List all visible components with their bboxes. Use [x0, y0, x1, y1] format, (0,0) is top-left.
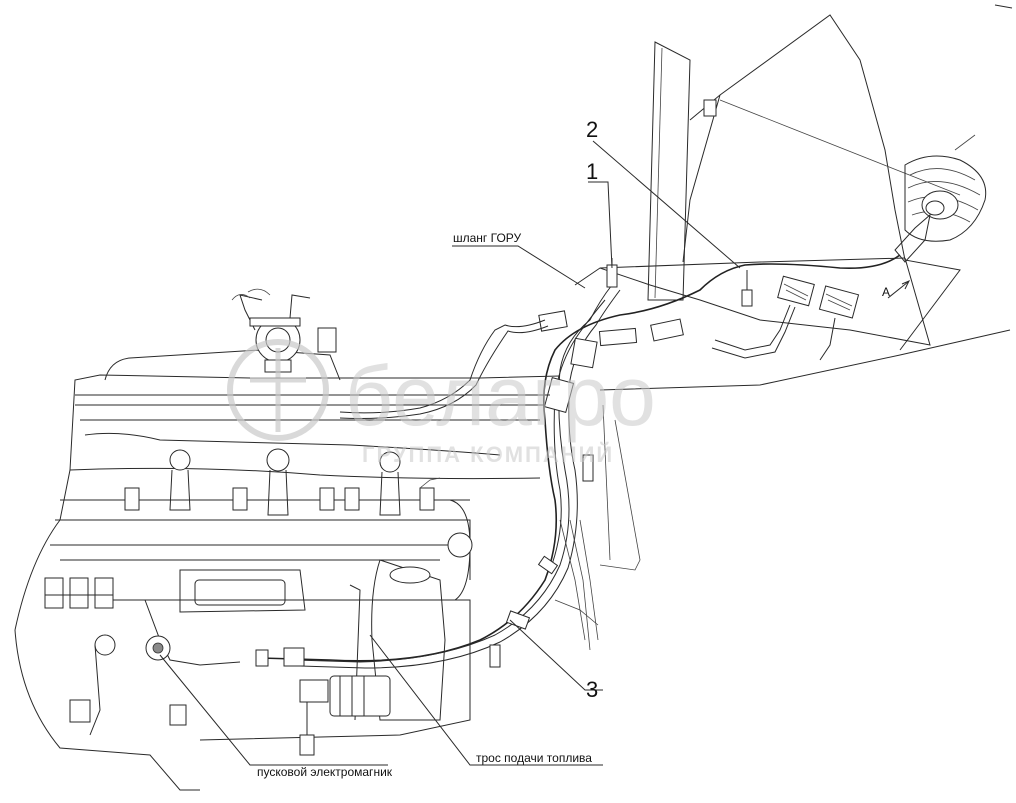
watermark-subtitle: ГРУППА КОМПАНИЙ — [362, 442, 614, 467]
watermark-brand: белагро — [345, 349, 656, 443]
pedal-boot-assembly — [887, 134, 987, 299]
label-fuel-cable: трос подачи топлива — [476, 751, 592, 765]
leader-lines — [159, 140, 741, 766]
fuel-pump-area — [44, 577, 241, 736]
engine-top-device — [231, 288, 337, 373]
callout-number-2: 2 — [586, 117, 598, 142]
callout-labels: 2 1 3 шланг ГОРУ пусковой электромагник … — [257, 117, 890, 779]
callout-number-3: 3 — [586, 677, 598, 702]
watermark: белагро ГРУППА КОМПАНИЙ — [227, 339, 656, 467]
label-view-a: А — [882, 285, 890, 299]
injectors — [124, 448, 441, 516]
callout-number-1: 1 — [586, 159, 598, 184]
cab-connectors — [711, 270, 860, 361]
label-hose-goru: шланг ГОРУ — [453, 231, 522, 245]
label-starter-solenoid: пусковой электромагник — [257, 765, 393, 779]
starter-solenoid-assembly — [299, 675, 391, 756]
engine-block — [14, 349, 561, 791]
